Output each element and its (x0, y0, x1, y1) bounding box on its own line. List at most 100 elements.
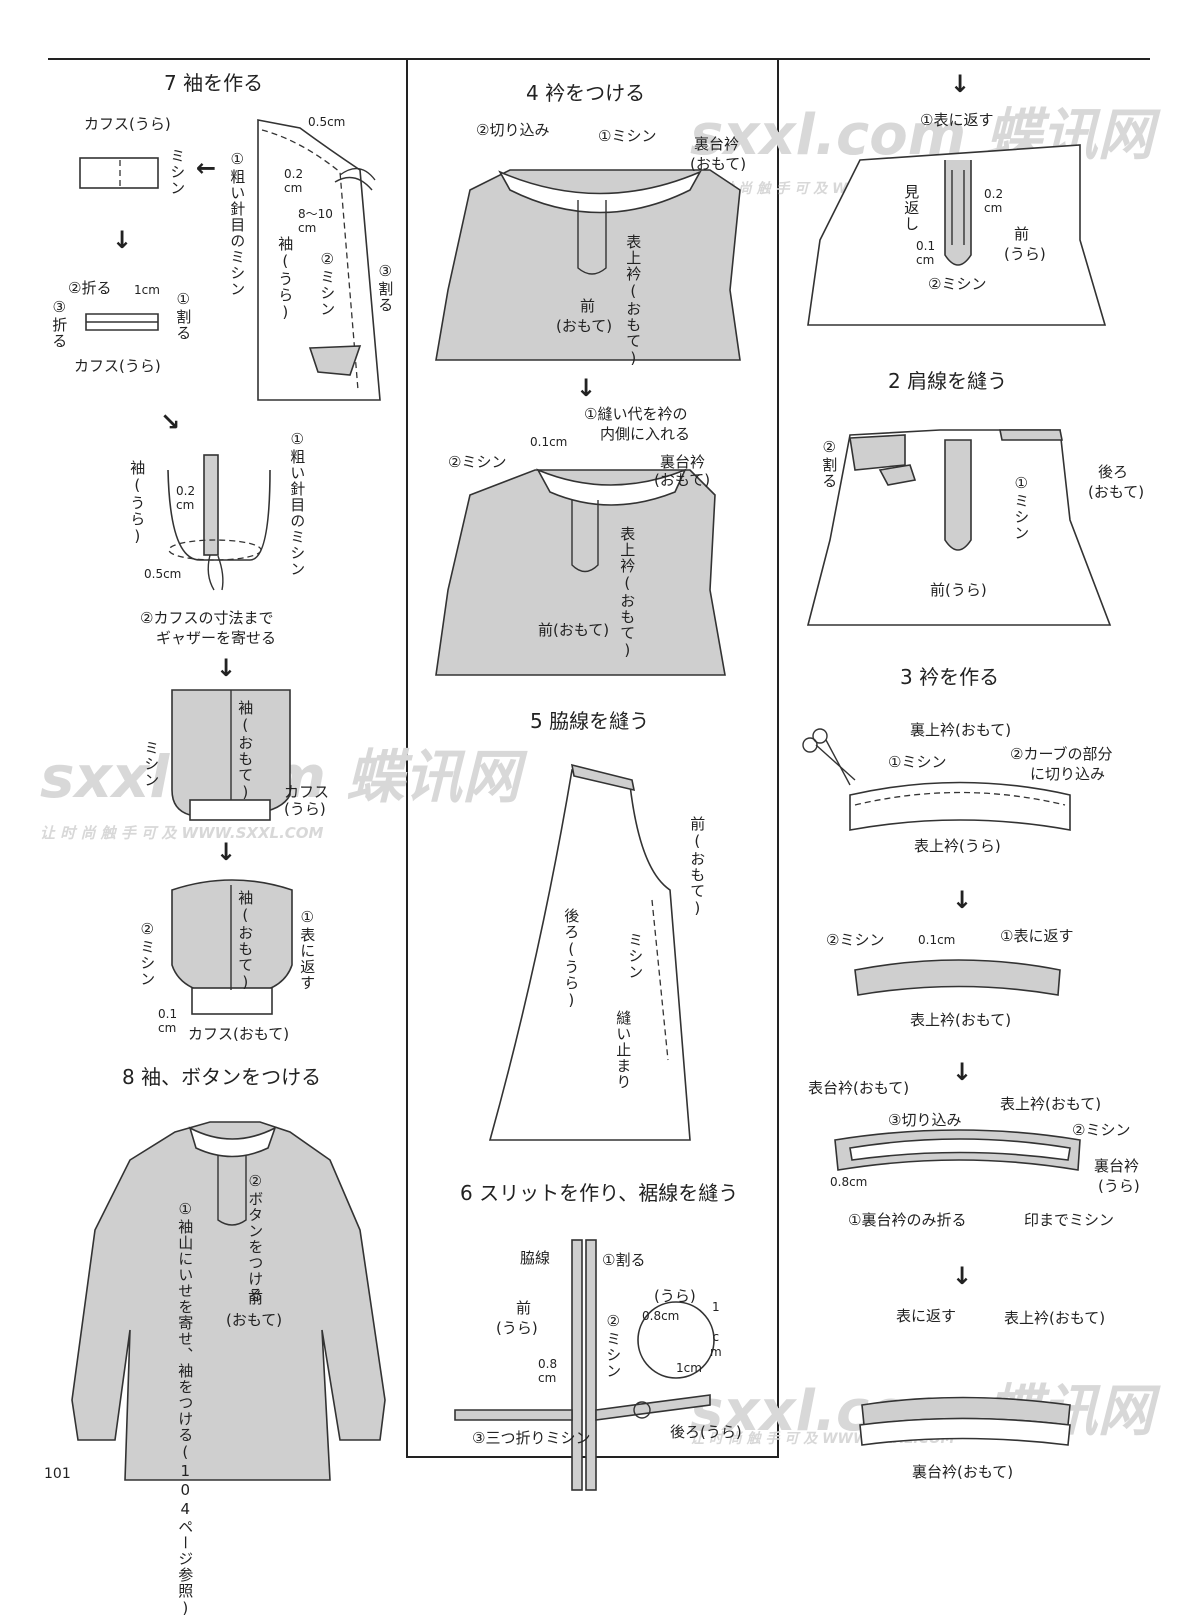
label-s3-kaesu-2: 表に返す (896, 1307, 957, 1325)
label-mishin-2: ②ミシン (318, 250, 337, 317)
blouse-front (71, 1121, 386, 1481)
label-sode-omote-2: 袖(おもて) (236, 890, 255, 992)
section-2-title: 2 肩線を縫う (888, 369, 1008, 393)
label-nuishiro-2: 内側に入れる (600, 425, 691, 443)
illustrations (71, 119, 1112, 1491)
label-mae-omote: (おもて) (226, 1311, 283, 1329)
label-cuffs-ura-2: カフス(うら) (74, 357, 161, 375)
label-front: 前 (580, 297, 596, 315)
label-s3-uradai: 裏台衿 (1094, 1157, 1140, 1175)
label-kirikomi: ②切り込み (476, 121, 550, 139)
label-8-10cm: 8〜10 cm (298, 207, 333, 235)
label-s6-mishin: ②ミシン (604, 1312, 623, 1379)
column-divider-1 (406, 58, 408, 1458)
label-mishin-4: ②ミシン (138, 920, 157, 987)
label-curve-2: に切り込み (1030, 765, 1106, 783)
label-gather-1: ②カフスの寸法まで (140, 609, 274, 627)
sleeve-gather (167, 454, 271, 591)
label-mae: 前 (248, 1289, 264, 1307)
label-omoteue-omote: 表上衿(おもて) (910, 1011, 1012, 1029)
label-s1-mishin: ②ミシン (928, 275, 987, 293)
label-s5-mae: 前(おもて) (688, 816, 707, 918)
label-sode-ura: 袖(うら) (276, 236, 295, 322)
label-02cm: 0.2 cm (284, 167, 304, 195)
label-s2-mishin: ①ミシン (1012, 474, 1031, 541)
label-oru-3: ③折る (50, 298, 69, 349)
side-seam (488, 763, 691, 1141)
front-facing (807, 144, 1107, 326)
section-3-title: 3 衿を作る (900, 665, 1000, 689)
sewing-instruction-page: sxxl.com 蝶讯网 让 时 尚 触 手 可 及 WWW.SXXL.COM … (40, 58, 1154, 1618)
label-sode-omote: 袖(おもて) (236, 700, 255, 802)
shoulder-seam (806, 429, 1112, 626)
top-rule (48, 58, 1150, 60)
front-collar-attach (435, 169, 741, 361)
label-s1-01: 0.1 cm (916, 239, 936, 267)
label-cuffs-ura-3: カフス(うら) (284, 783, 330, 819)
arrow-down-6: ↓ (952, 886, 973, 914)
arrow-down-2: ↓ (216, 654, 237, 682)
label-s2-ushiro: 後ろ (1098, 463, 1129, 481)
label-cuffs-ura: カフス(うら) (84, 115, 171, 133)
section-4-title: 4 衿をつける (526, 81, 646, 105)
label-s5-mishin: ミシン (626, 932, 645, 980)
label-s6-08b: 0.8 cm (538, 1357, 558, 1385)
label-s6-mae: 前 (516, 1299, 532, 1317)
label-button: ②ボタンをつける (246, 1172, 265, 1303)
arrow-down-1: ↓ (112, 226, 133, 254)
label-oru-2: ②折る (68, 279, 112, 297)
label-s5-nuidomari: 縫い止まり (614, 1010, 633, 1090)
label-s2-omote: (おもて) (1088, 483, 1145, 501)
label-uradai-omote-3: 裏台衿(おもて) (912, 1463, 1014, 1481)
label-sleeve-attach: ①袖山にいせを寄せ、袖をつける(104ページ参照) (176, 1200, 195, 1618)
collar-make-2 (854, 959, 1061, 996)
label-arai-mishin: ①粗い針目のミシン (228, 150, 247, 297)
label-s3-kirikomi: ③切り込み (888, 1111, 962, 1129)
label-s6-1cm-v: 1 cm (708, 1300, 723, 1360)
label-s3-mishin-3: ②ミシン (1072, 1121, 1131, 1139)
label-05cm: 0.5cm (308, 115, 346, 129)
label-nuishiro: ①縫い代を衿の (584, 405, 688, 423)
label-01cm-c2: 0.1cm (530, 435, 568, 449)
arrow-down-8: ↓ (952, 1262, 973, 1290)
watermark-url: 让 时 尚 触 手 可 及 WWW.SXXL.COM (40, 824, 324, 842)
label-omoteue-ura: 表上衿(うら) (914, 837, 1001, 855)
label-s6-ushiro: 後ろ(うら) (670, 1423, 742, 1441)
label-uradai-omote-2: (おもて) (654, 471, 711, 489)
label-s6-waru: ①割る (602, 1251, 646, 1269)
label-cuffs-omote: カフス(おもて) (188, 1025, 290, 1043)
label-02cm-b: 0.2 cm (176, 484, 196, 512)
label-mikaeshi: 見返し (902, 184, 921, 232)
label-front-omote: (おもて) (556, 317, 613, 335)
label-s3-oru: ①裏台衿のみ折る (848, 1211, 967, 1229)
label-gather-2: ギャザーを寄せる (156, 629, 277, 647)
label-s3-mishin: ①ミシン (888, 753, 947, 771)
label-omoteue-omote-2: 表上衿(おもて) (1000, 1095, 1102, 1113)
label-uradai-omote: (おもて) (690, 155, 747, 173)
arrow-diag-1: ↘ (160, 408, 181, 436)
collar-make-1 (849, 781, 1071, 831)
label-omote-ni-kaesu: ①表に返す (298, 908, 317, 991)
column-divider-2 (777, 58, 779, 1458)
collar-make-3 (834, 1129, 1081, 1171)
arrow-down-3: ↓ (216, 838, 237, 866)
label-mishin-3: ミシン (142, 740, 161, 788)
arrow-left: ← (196, 154, 217, 182)
sleeve-pattern (257, 119, 381, 401)
label-s1-mae: 前 (1014, 225, 1030, 243)
label-omotedai: 表台衿(おもて) (808, 1079, 910, 1097)
label-front-omote-2: 前(おもて) (538, 621, 610, 639)
label-uradai: 裏台衿 (694, 135, 740, 153)
label-omoteue-2: 表上衿(おもて) (618, 526, 637, 660)
label-waru-1: ①割る (174, 290, 193, 341)
label-s6-mae-ura: (うら) (496, 1319, 538, 1337)
cuff-fold (85, 313, 159, 331)
label-1cm: 1cm (134, 283, 160, 297)
arrow-down-4: ↓ (576, 374, 597, 402)
label-s3-01: 0.1cm (918, 933, 956, 947)
collar-make-4 (859, 1396, 1071, 1446)
label-s3-08: 0.8cm (830, 1175, 868, 1189)
label-sode-ura-2: 袖(うら) (128, 460, 147, 546)
arrow-down-7: ↓ (952, 1058, 973, 1086)
slit-hem (454, 1239, 715, 1491)
